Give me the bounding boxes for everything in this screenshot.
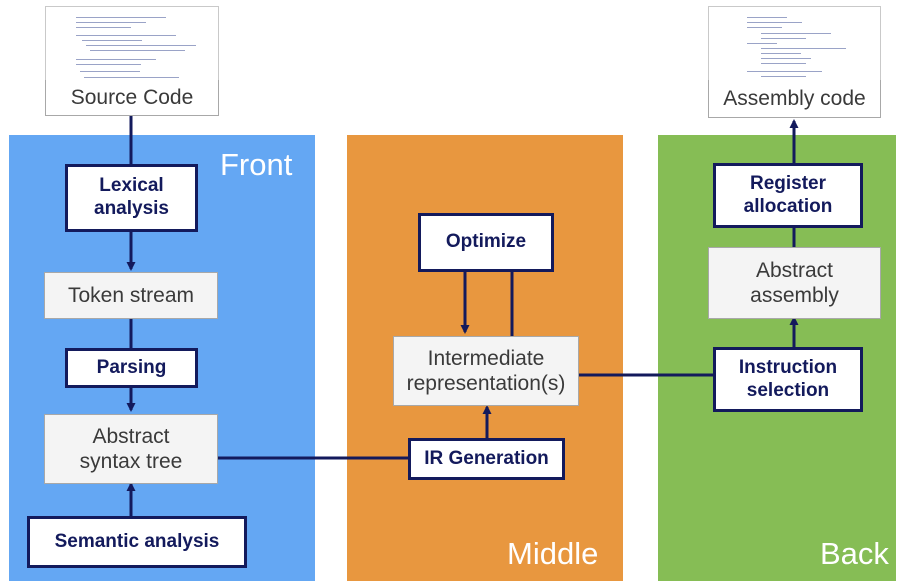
semantic-analysis-node: Semantic analysis <box>27 516 247 568</box>
source-code-label: Source Code <box>70 85 194 109</box>
middle-title: Middle <box>507 536 599 571</box>
token-stream-label: Token stream <box>67 283 195 307</box>
token-stream-node: Token stream <box>44 272 218 319</box>
semantic-analysis-label: Semantic analysis <box>54 530 220 552</box>
abstract-assembly-label: Abstract assembly <box>750 258 839 307</box>
instruction-selection-node: Instruction selection <box>713 347 863 412</box>
instruction-selection-label: Instruction selection <box>738 356 838 401</box>
ir-generation-label: IR Generation <box>424 447 549 469</box>
source-code-document-image <box>45 6 219 86</box>
assembly-code-node: Assembly code <box>708 80 881 118</box>
register-allocation-label: Register allocation <box>743 172 833 217</box>
front-title: Front <box>220 147 293 182</box>
abstract-assembly-node: Abstract assembly <box>708 247 881 319</box>
abstract-syntax-tree-node: Abstract syntax tree <box>44 414 218 484</box>
intermediate-representation-label: Intermediate representation(s) <box>406 346 566 395</box>
parsing-node: Parsing <box>65 348 198 388</box>
assembly-code-document-image <box>708 6 881 86</box>
optimize-label: Optimize <box>445 231 527 253</box>
back-title: Back <box>820 536 889 571</box>
abstract-syntax-tree-label: Abstract syntax tree <box>79 424 183 473</box>
ir-generation-node: IR Generation <box>408 438 565 480</box>
source-code-node: Source Code <box>45 80 219 116</box>
register-allocation-node: Register allocation <box>713 163 863 228</box>
optimize-node: Optimize <box>418 213 554 272</box>
parsing-label: Parsing <box>96 356 167 378</box>
lexical-analysis-label: Lexical analysis <box>94 175 169 219</box>
assembly-code-label: Assembly code <box>723 86 866 110</box>
lexical-analysis-node: Lexical analysis <box>65 164 198 232</box>
intermediate-representation-node: Intermediate representation(s) <box>393 336 579 406</box>
